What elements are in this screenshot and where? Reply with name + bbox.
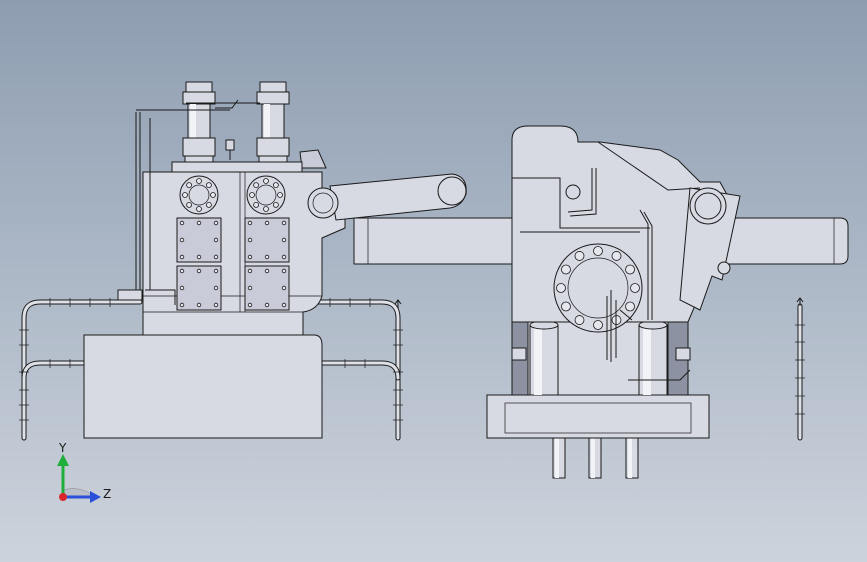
- bolt: [574, 251, 585, 261]
- bolt: [213, 220, 219, 226]
- bolt: [281, 285, 287, 291]
- bolt: [574, 315, 585, 325]
- front-view[interactable]: [353, 125, 849, 479]
- orientation-triad[interactable]: Y Z: [57, 441, 111, 503]
- bolt: [247, 285, 253, 291]
- bolt: [247, 237, 253, 243]
- bolt: [272, 201, 279, 208]
- bolt: [264, 302, 270, 308]
- bolt: [179, 285, 185, 291]
- bolt: [625, 301, 635, 312]
- x-axis-dot: [59, 493, 67, 501]
- lever-arm: [307, 173, 467, 221]
- cylinder-right: [256, 81, 290, 163]
- bolt: [253, 182, 260, 189]
- columns: [529, 320, 668, 396]
- bolt: [272, 182, 279, 189]
- bolt: [186, 201, 193, 208]
- bolt: [625, 264, 635, 275]
- z-axis-label: Z: [103, 487, 111, 501]
- guard-rail-right: [309, 298, 403, 441]
- cover-plates: [176, 217, 290, 311]
- bolt: [247, 220, 253, 226]
- bolt: [277, 192, 283, 198]
- bolt: [179, 254, 185, 260]
- bolt: [247, 254, 253, 260]
- y-axis-label: Y: [58, 441, 67, 455]
- bolt: [556, 283, 566, 293]
- bolt: [196, 206, 202, 212]
- bolt: [281, 220, 287, 226]
- bolt: [213, 268, 219, 274]
- bolt: [213, 285, 219, 291]
- bolt: [281, 268, 287, 274]
- bolt: [247, 302, 253, 308]
- bolt: [263, 178, 269, 184]
- bolt: [186, 182, 193, 189]
- guard-rail-left: [19, 298, 143, 441]
- base-block: [83, 334, 323, 439]
- bolt: [196, 302, 202, 308]
- bolt: [281, 302, 287, 308]
- bolt: [264, 268, 270, 274]
- bolt: [264, 220, 270, 226]
- bolt: [630, 283, 640, 293]
- bolt: [593, 246, 603, 256]
- bolt: [611, 251, 622, 261]
- bolt: [196, 254, 202, 260]
- cylinder-left: [182, 81, 216, 163]
- bolt: [593, 320, 603, 330]
- bolt: [196, 268, 202, 274]
- support-legs: [552, 437, 639, 479]
- bolt: [213, 237, 219, 243]
- bolt: [249, 192, 255, 198]
- bracket: [299, 149, 327, 169]
- bolt: [205, 182, 212, 189]
- linkage: [679, 187, 741, 311]
- y-arrowhead: [57, 454, 69, 466]
- bolt: [196, 178, 202, 184]
- bolt: [281, 237, 287, 243]
- bolt: [561, 301, 571, 312]
- bolt: [247, 268, 253, 274]
- bolt: [213, 254, 219, 260]
- hydraulic-lines: [117, 109, 235, 305]
- side-rail: [795, 297, 805, 441]
- z-arrowhead: [90, 491, 101, 503]
- bolt: [182, 192, 188, 198]
- bolt: [179, 302, 185, 308]
- bolt: [205, 201, 212, 208]
- side-view[interactable]: [19, 81, 467, 441]
- bolt: [253, 201, 260, 208]
- bolt: [264, 254, 270, 260]
- bolt: [210, 192, 216, 198]
- plate-bolts: [179, 178, 287, 308]
- bolt: [281, 254, 287, 260]
- base-frame: [486, 394, 710, 439]
- bolt: [179, 237, 185, 243]
- bolt: [196, 220, 202, 226]
- main-flange: [553, 243, 643, 333]
- front-piping: [511, 168, 691, 381]
- bolt: [561, 264, 571, 275]
- bolt: [263, 206, 269, 212]
- bolt: [179, 220, 185, 226]
- bolt: [179, 268, 185, 274]
- bolt: [213, 302, 219, 308]
